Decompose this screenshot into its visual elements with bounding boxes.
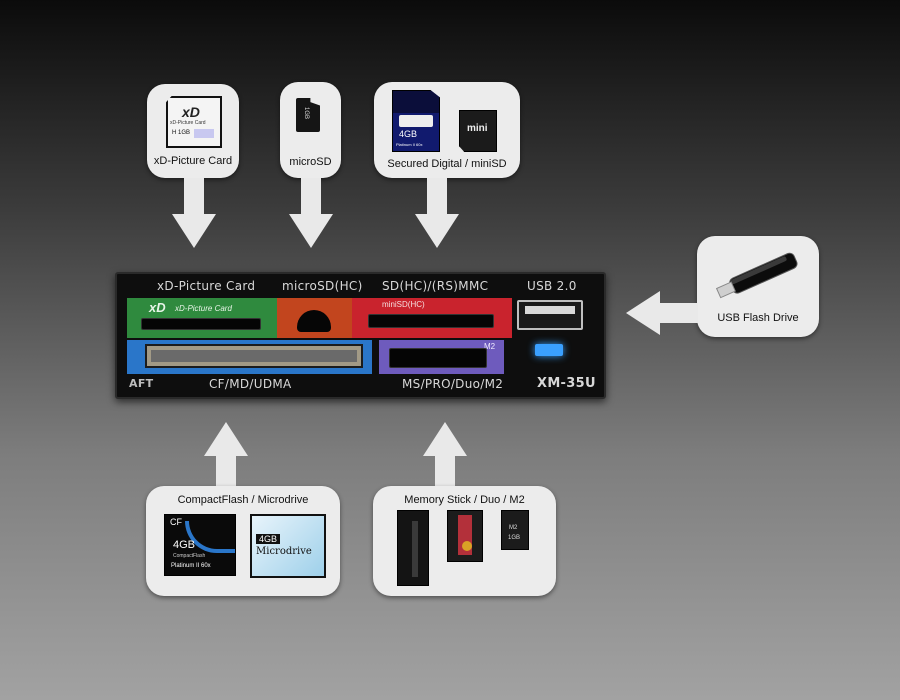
memory-stick-image [397,510,429,586]
microsd-card-image: 1GB [296,98,320,132]
cf-card-box: CompactFlash / Microdrive CF 4GB Compact… [146,486,340,596]
memory-stick-label-strip [412,521,418,577]
sd-card-box: 4GB Platinum II 60x mini Secured Digital… [374,82,520,178]
ms-duo-image [447,510,483,562]
arrow-down-sd [415,178,459,248]
sd-card-top [393,91,439,113]
panel-sd-label: SD(HC)/(RS)MMC [382,279,489,293]
card-reader-panel: xD-Picture Card microSD(HC) SD(HC)/(RS)M… [115,272,606,399]
xd-card-label: xD-Picture Card [153,155,233,167]
panel-xd-label: xD-Picture Card [157,279,256,293]
cf-slot[interactable] [145,344,363,368]
minisd-card-image: mini [459,110,497,152]
xd-slot-band: xD xD-Picture Card [127,298,277,338]
usb-port[interactable] [517,300,583,330]
cf-slot-band [127,340,372,374]
panel-ms-label: MS/PRO/Duo/M2 [402,377,504,391]
microdrive-text: Microdrive [256,546,312,557]
microdrive-card-image: 4GB Microdrive [250,514,326,578]
microsd-slot[interactable] [297,310,331,332]
arrow-left-usb [626,291,698,335]
m2-slot-tag: M2 [484,342,496,351]
panel-usb-label: USB 2.0 [527,279,577,293]
usb-card-box: USB Flash Drive [697,236,819,337]
ms-card-label: Memory Stick / Duo / M2 [404,494,525,506]
usb-flash-drive-image [715,252,798,299]
microdrive-capacity-text: 4GB [256,534,281,544]
minisd-slot-label: miniSD(HC) [382,300,425,309]
ms-card-box: Memory Stick / Duo / M2 M2 1GB [373,486,556,596]
sd-card-image: 4GB Platinum II 60x [392,90,440,152]
arrow-up-cf [204,422,248,488]
microsd-card-label: microSD [289,156,332,168]
cf-card-label: CompactFlash / Microdrive [177,494,309,506]
xd-logo-text: xD [182,104,200,120]
xd-slot[interactable] [141,318,261,330]
ms-duo-badge [462,541,472,551]
microsd-capacity-text: 1GB [303,106,310,120]
ms-slot-band: M2 [379,340,504,374]
arrow-down-xd [172,178,216,248]
sd-slot[interactable] [368,314,494,328]
panel-model-label: XM-35U [537,376,596,391]
sd-brand-text: Platinum II 60x [396,142,423,147]
microsd-card-box: 1GB microSD [280,82,341,178]
xd-capacity-panel [194,129,214,138]
activity-led [535,344,563,356]
ms-slot[interactable] [389,348,487,368]
cf-card-image: CF 4GB CompactFlash Platinum II 60x [164,514,236,576]
minisd-text: mini [467,123,488,134]
usb-card-label: USB Flash Drive [717,312,799,324]
xd-capacity-text: H 1GB [172,130,191,136]
sd-capacity-text: 4GB [399,129,418,139]
cf-brand-text: Platinum II 60x [171,563,211,569]
arrow-up-ms [423,422,467,488]
m2-card-image: M2 1GB [501,510,529,550]
sd-logo [399,115,433,127]
xd-card-image: xD xD-Picture Card H 1GB [166,96,222,148]
microsd-slot-band [277,298,352,338]
m2-text: M2 [509,525,518,531]
xd-slot-logo: xD [149,300,166,315]
usb-port-tongue [525,306,575,314]
panel-microsd-label: microSD(HC) [282,279,363,293]
cf-capacity-text: 4GB [173,539,196,551]
arrow-down-microsd [289,178,333,248]
sd-slot-band: miniSD(HC) [352,298,512,338]
xd-sub-text: xD-Picture Card [170,120,206,126]
cf-text: CF [170,517,182,527]
xd-card-box: xD xD-Picture Card H 1GB xD-Picture Card [147,84,239,178]
cf-sub-text: CompactFlash [173,553,206,559]
sd-card-label: Secured Digital / miniSD [387,158,507,170]
panel-cf-label: CF/MD/UDMA [209,377,292,391]
m2-capacity-text: 1GB [508,535,521,541]
panel-brand-logo: AFT [129,377,154,390]
xd-slot-sub: xD-Picture Card [175,304,232,313]
